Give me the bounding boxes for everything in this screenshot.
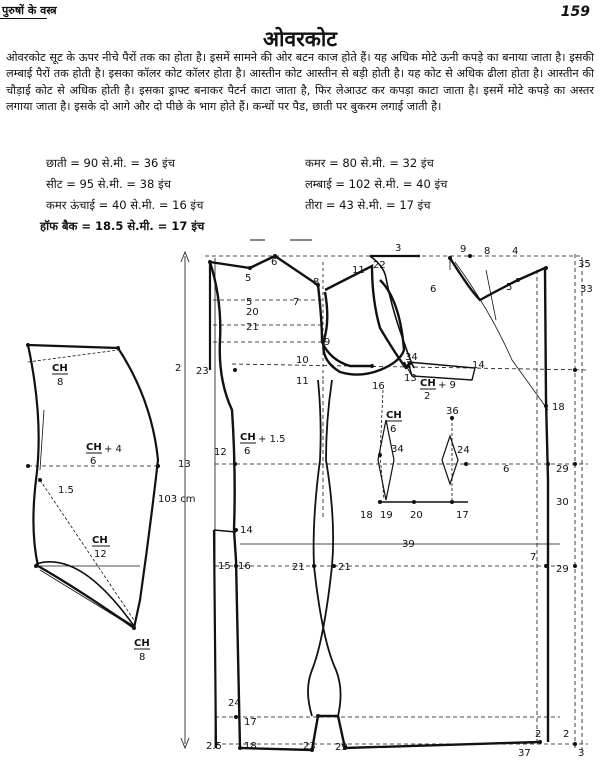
- measure-chest: छाती = 90 से.मी. = 36 इंच: [46, 156, 175, 170]
- pt-36: 36: [446, 406, 459, 417]
- pt-5b: 5: [246, 297, 252, 308]
- pt-2-5: 2.5: [206, 741, 222, 752]
- body-labels: 103 cm CH 6 + 1.5 CH 2 + 9 CH 6 39 6 5 5…: [158, 243, 593, 759]
- measure-tira: तीरा = 43 से.मी. = 17 इंच: [305, 198, 431, 212]
- body-ch6-suffix: + 1.5: [258, 434, 285, 445]
- measure-waist-height: कमर ऊंचाई = 40 से.मी. = 16 इंच: [46, 198, 204, 212]
- pt-18c: 18: [244, 741, 257, 752]
- pt-2b: 2: [535, 729, 541, 740]
- pt-22a: 21: [246, 322, 259, 333]
- pt-20: 20: [246, 307, 259, 318]
- pt-22b: 21: [292, 562, 305, 573]
- header-rule: [0, 18, 47, 19]
- pt-21: 21: [338, 562, 351, 573]
- draft-points: [26, 254, 577, 752]
- pt-34: 35: [578, 259, 591, 270]
- pt-13a: 13: [404, 373, 417, 384]
- page-title: ओवरकोट: [263, 27, 337, 51]
- sleeve-ch12: CH: [92, 535, 108, 546]
- pt-7: 7: [293, 297, 299, 308]
- sleeve-draft: [26, 343, 160, 629]
- body-paragraph: ओवरकोट सूट के ऊपर नीचे पैरों तक का होता …: [6, 51, 594, 113]
- body-ch2: CH: [420, 378, 436, 389]
- pt-7b: 7: [530, 552, 536, 563]
- pt-3: 3: [395, 243, 401, 254]
- pt-18a: 18: [552, 402, 565, 413]
- pt-24a: 24: [457, 445, 470, 456]
- pt-15: 15: [218, 561, 231, 572]
- pt-20b: 20: [410, 510, 423, 521]
- sleeve-ch6-den: 6: [90, 456, 96, 467]
- body-ch6-dart: CH: [386, 410, 402, 421]
- pt-35a: 34: [405, 352, 418, 363]
- sleeve-1-5: 1.5: [58, 485, 74, 496]
- pt-19: 19: [380, 510, 393, 521]
- body-ch2-suffix: + 9: [438, 380, 456, 391]
- pt-8b: 8: [484, 246, 490, 257]
- pt-13b: 13: [178, 459, 191, 470]
- pt-12: 12: [214, 447, 227, 458]
- measure-half-back: हॉफ बैक = 18.5 से.मी. = 17 इंच: [40, 219, 205, 233]
- pt-14b: 14: [240, 525, 253, 536]
- pt-4: 4: [512, 246, 518, 257]
- pt-23a: 23: [196, 366, 209, 377]
- measure-length: लम्बाई = 102 से.मी. = 40 इंच: [305, 177, 448, 191]
- sleeve-labels: CH 8 CH 6 + 4 1.5 CH 12 CH 8: [52, 363, 150, 663]
- pt-29b: 29: [556, 564, 569, 575]
- pt-33: 33: [580, 284, 593, 295]
- sleeve-ch8-bottom: CH: [134, 638, 150, 649]
- pt-3b: 3: [578, 748, 584, 759]
- pt-37: 37: [518, 748, 531, 759]
- pt-18b: 18: [360, 510, 373, 521]
- sleeve-ch8-top-den: 8: [57, 377, 63, 388]
- body-ch2-den: 2: [424, 391, 430, 402]
- page-number: 159: [560, 4, 590, 20]
- measure-seat: सीट = 95 से.मी. = 38 इंच: [46, 177, 171, 191]
- pt-5c: 5: [506, 282, 512, 293]
- pt-8: 8: [313, 277, 319, 288]
- pt-2c: 2: [563, 729, 569, 740]
- dimension-39: 39: [402, 539, 415, 550]
- section-header: पुरुषों के वस्त्र: [2, 4, 57, 17]
- body-ch6: CH: [240, 432, 256, 443]
- sleeve-ch6-suffix: + 4: [104, 444, 122, 455]
- body-ch6-dart-den: 6: [390, 424, 396, 435]
- pt-35b: 34: [391, 444, 404, 455]
- pt-27: 22: [373, 260, 386, 271]
- body-draft: [180, 239, 589, 752]
- sleeve-ch8-bottom-den: 8: [139, 652, 145, 663]
- pt-17b: 17: [244, 717, 257, 728]
- pt-17a: 17: [456, 510, 469, 521]
- pt-30: 30: [556, 497, 569, 508]
- measure-waist: कमर = 80 से.मी. = 32 इंच: [305, 156, 434, 170]
- pt-6a: 6: [271, 257, 277, 268]
- pt-10: 10: [296, 355, 309, 366]
- sleeve-ch6: CH: [86, 442, 102, 453]
- pt-2a: 2: [175, 363, 181, 374]
- pt-11b: 11: [352, 265, 365, 276]
- pt-29a: 29: [556, 464, 569, 475]
- sleeve-ch8-top: CH: [52, 363, 68, 374]
- pt-24b: 24: [228, 698, 241, 709]
- pt-23b: 23: [303, 741, 316, 752]
- pt-16a: 16: [372, 381, 385, 392]
- pt-9a: 9: [324, 337, 330, 348]
- pt-14a: 14: [472, 360, 485, 371]
- body-ch6-den: 6: [244, 446, 250, 457]
- sleeve-ch12-den: 12: [94, 549, 107, 560]
- pt-29c: 29: [335, 742, 348, 753]
- pt-5a: 5: [245, 273, 251, 284]
- length-label: 103 cm: [158, 494, 196, 505]
- pt-16b: 16: [238, 561, 251, 572]
- pt-6b: 6: [430, 284, 436, 295]
- pt-11a: 11: [296, 376, 309, 387]
- pt-9b: 9: [460, 244, 466, 255]
- pt-6c: 6: [503, 464, 509, 475]
